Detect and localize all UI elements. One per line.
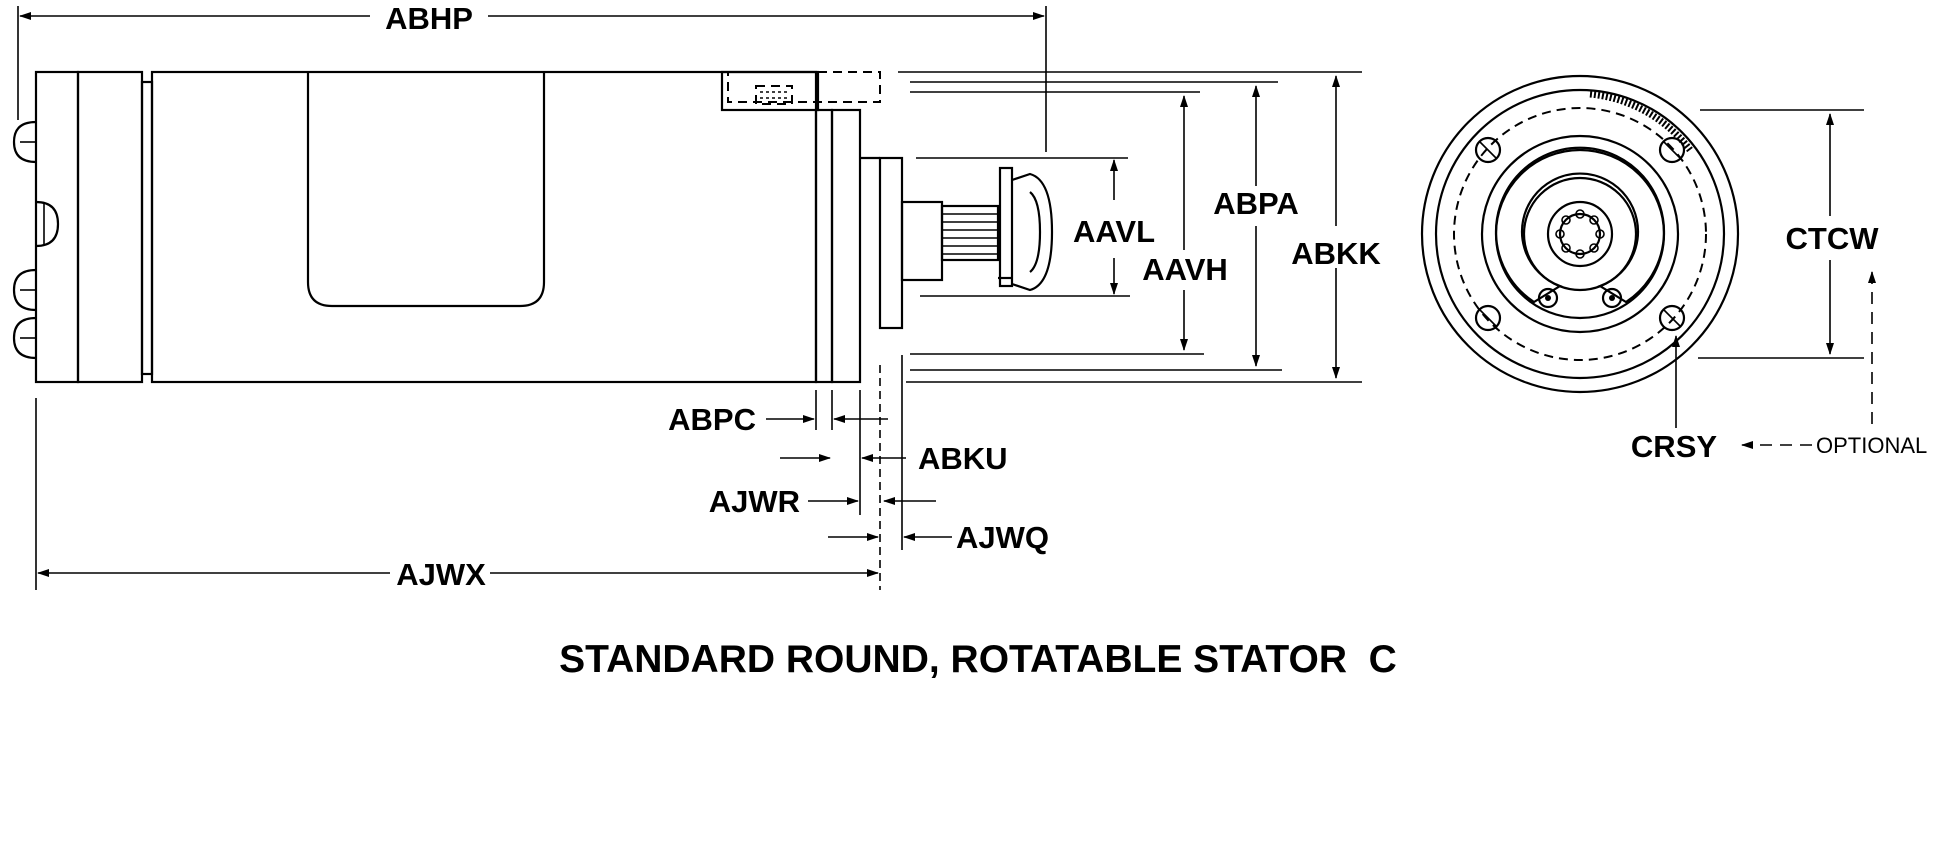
label-crsy: CRSY [1631,429,1717,464]
shaft-pinion [900,166,1054,292]
dim-aavl: AAVL [1073,159,1155,295]
label-aavl: AAVL [1073,214,1155,249]
label-abhp: ABHP [385,1,473,36]
mounting-screws [1474,136,1686,332]
dim-abpa: ABPA [1213,85,1299,367]
figure-caption: STANDARD ROUND, ROTATABLE STATOR C [559,638,1397,681]
end-flange [76,70,144,384]
nameplate-recess [306,72,546,308]
dim-ajwr: AJWR [709,484,936,519]
dim-abkk: ABKK [1291,75,1381,379]
label-abpa: ABPA [1213,186,1299,221]
dim-abpc: ABPC [668,402,888,437]
dim-aavh: AAVH [1142,95,1228,351]
dim-abku: ABKU [780,441,1008,476]
outer-flange-circle [1420,74,1740,394]
dim-crsy: CRSY OPTIONAL [1631,271,1927,464]
mounting-flange [830,108,862,384]
dim-ajwx: AJWX [37,557,879,592]
label-abku: ABKU [918,441,1008,476]
label-ajwq: AJWQ [956,520,1049,555]
dim-ctcw: CTCW [1698,109,1880,359]
gear-teeth [1589,90,1693,153]
side-view [12,70,1054,384]
label-abkk: ABKK [1291,236,1381,271]
label-ajwx: AJWX [396,557,486,592]
shaft-spline [1555,209,1605,259]
dim-abhp: ABHP [19,1,1045,36]
stator-plate [814,108,834,384]
label-ctcw: CTCW [1786,221,1880,256]
label-aavh: AAVH [1142,252,1228,287]
dim-ajwq: AJWQ [828,520,1049,555]
label-optional: OPTIONAL [1816,433,1927,458]
screw-heads [12,120,60,360]
label-abpc: ABPC [668,402,756,437]
label-ajwr: AJWR [709,484,800,519]
end-view [1420,74,1740,394]
motor-body [150,70,818,384]
